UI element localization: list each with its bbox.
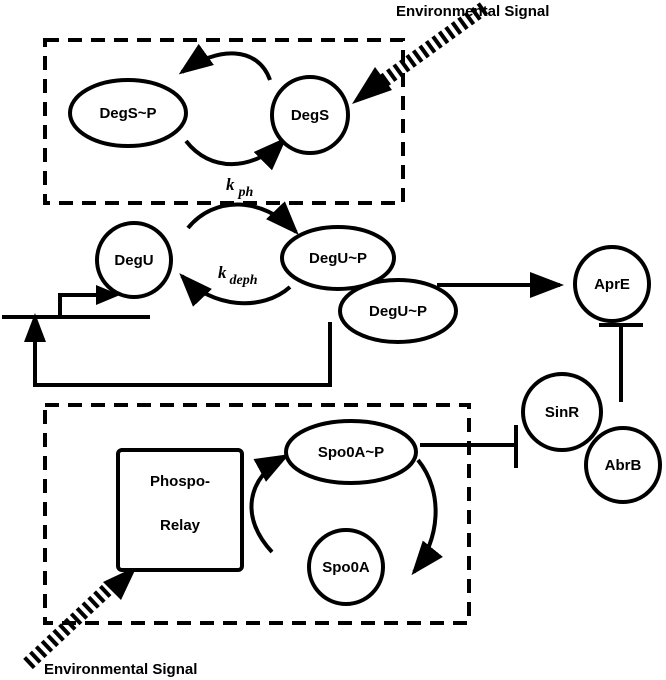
degu-phosphorylation-arrow	[186, 201, 299, 235]
node-sinr	[521, 372, 603, 452]
node-degs	[270, 75, 350, 155]
node-degs-p	[68, 78, 188, 148]
promoter-arrow-head	[96, 285, 120, 305]
rate-kdeph-base: k	[218, 263, 227, 282]
label-spo0a-p: Spo0A~P	[318, 444, 384, 461]
feedback-arrow-head	[24, 313, 46, 342]
degs-module-box	[43, 38, 405, 205]
node-degu	[95, 221, 173, 299]
promoter-bent-line	[58, 293, 100, 317]
label-apre: AprE	[594, 276, 630, 293]
node-degu-p-1	[280, 225, 396, 291]
node-spo0a	[307, 528, 385, 606]
node-apre	[573, 245, 651, 323]
label-degu: DegU	[114, 252, 153, 269]
spo0ap-to-spo0a-arrow	[411, 458, 443, 576]
label-phosphorelay-line2: Relay	[160, 517, 201, 534]
label-phosphorelay-line1: Phospo-	[150, 473, 210, 490]
top-signal-arrow-shaft	[373, 2, 489, 91]
degsp-to-degs-arrow	[184, 137, 287, 171]
label-degs-p: DegS~P	[99, 105, 156, 122]
rate-kdeph-sub: deph	[230, 273, 258, 288]
label-top-environmental-signal: Environmental Signal	[396, 3, 549, 20]
label-degu-p-1: DegU~P	[309, 250, 367, 267]
label-degu-p-2: DegU~P	[369, 303, 427, 320]
rate-kph-base: k	[226, 175, 235, 194]
node-spo0a-p	[284, 419, 418, 485]
bottom-signal-arrow-head	[103, 566, 137, 600]
label-bottom-environmental-signal: Environmental Signal	[44, 661, 197, 678]
bottom-signal-arrow-shaft	[23, 579, 117, 670]
node-degu-p-2	[338, 278, 458, 344]
phosphorelay-to-spo0ap-arrow	[249, 454, 290, 554]
label-abrb: AbrB	[605, 457, 642, 474]
rate-kph-sub: ph	[238, 185, 254, 200]
label-degs: DegS	[291, 107, 329, 124]
degs-to-degsp-arrow	[178, 43, 272, 81]
degu-dephosphorylation-arrow	[179, 273, 292, 307]
node-phosphorelay	[116, 448, 244, 572]
label-spo0a: Spo0A	[322, 559, 370, 576]
node-abrb	[584, 426, 662, 504]
label-sinr: SinR	[545, 404, 579, 421]
top-signal-arrow-head	[352, 67, 392, 104]
degup-feedback-line	[33, 322, 332, 387]
spo0a-module-box	[43, 403, 471, 625]
